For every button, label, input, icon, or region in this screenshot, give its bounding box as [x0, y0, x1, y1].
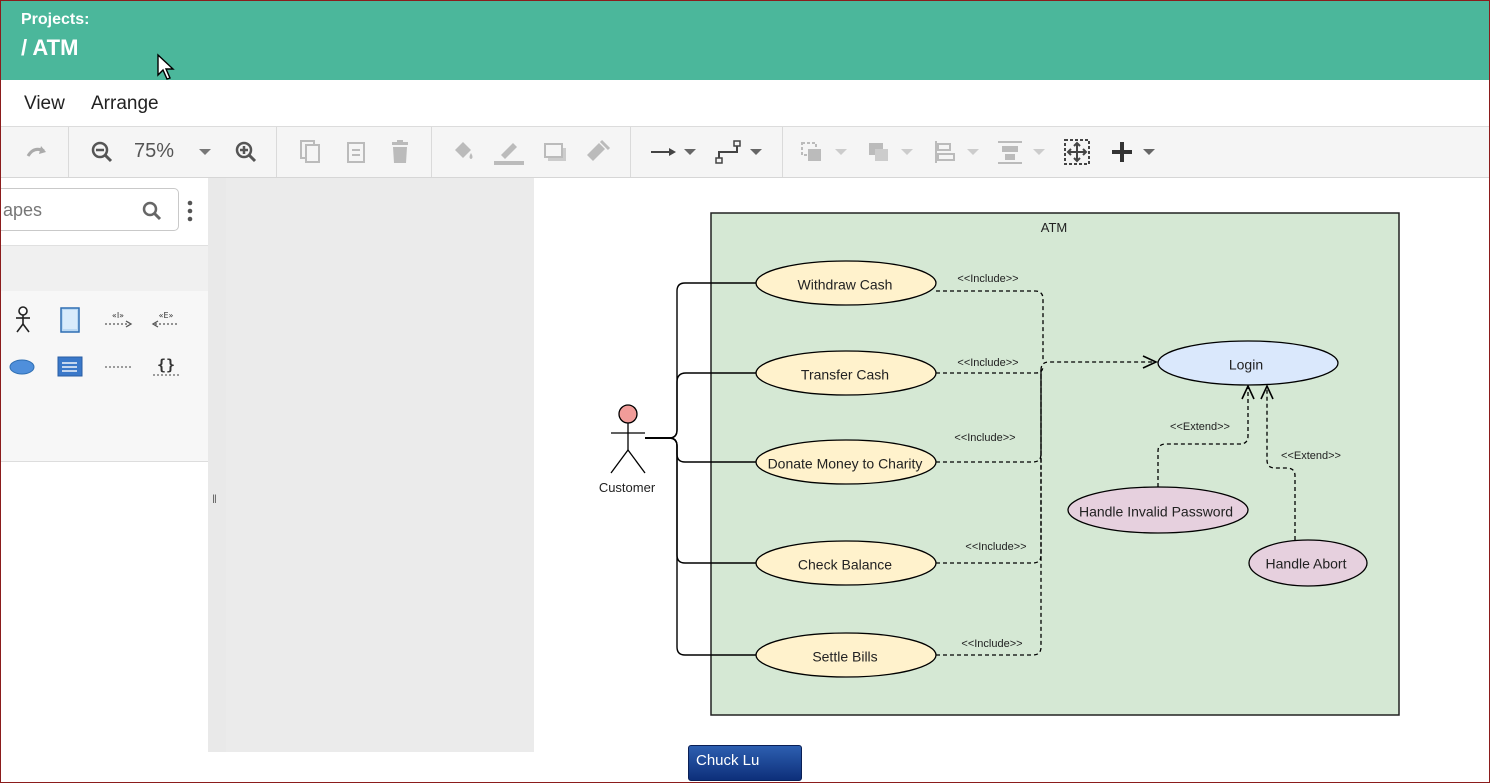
use-case-transfer-cash[interactable]: Transfer Cash — [755, 350, 937, 396]
project-title[interactable]: / ATM — [21, 35, 79, 60]
extend-label: <<Extend>> — [1281, 450, 1341, 462]
use-case-handle-invalid-password[interactable]: Handle Invalid Password — [1067, 486, 1249, 534]
extend-label: <<Extend>> — [1170, 421, 1230, 433]
canvas-background — [226, 178, 534, 752]
shape-section-header[interactable] — [0, 245, 208, 292]
include-label: <<Include>> — [957, 357, 1018, 369]
include-label: <<Include>> — [965, 541, 1026, 553]
search-icon[interactable] — [141, 200, 163, 222]
shape-palette: «I» «E» {} — [0, 291, 208, 462]
format-painter-icon[interactable] — [582, 127, 612, 177]
document-shape-icon[interactable] — [53, 352, 87, 382]
association-lines — [645, 282, 756, 656]
svg-text:«I»: «I» — [112, 311, 124, 320]
svg-text:Handle Abort: Handle Abort — [1266, 556, 1347, 572]
use-case-withdraw-cash[interactable]: Withdraw Cash — [755, 260, 937, 306]
to-back-icon[interactable] — [864, 127, 894, 177]
use-case-check-balance[interactable]: Check Balance — [755, 540, 937, 586]
shape-search-input[interactable] — [1, 199, 145, 222]
zoom-out-icon[interactable] — [88, 127, 116, 177]
svg-text:«E»: «E» — [159, 311, 174, 320]
actor-shape-icon[interactable] — [6, 305, 40, 335]
line-color-icon[interactable] — [493, 127, 525, 177]
project-header: Projects: / ATM — [0, 0, 1490, 80]
use-case-settle-bills[interactable]: Settle Bills — [755, 632, 937, 678]
distribute-dropdown-icon[interactable] — [1030, 127, 1048, 177]
menu-bar: View Arrange — [0, 80, 1490, 127]
shadow-icon[interactable] — [541, 127, 569, 177]
menu-arrange[interactable]: Arrange — [91, 93, 159, 114]
svg-text:Withdraw Cash: Withdraw Cash — [798, 277, 893, 293]
include-label: <<Include>> — [957, 273, 1018, 285]
svg-text:Login: Login — [1229, 357, 1263, 373]
svg-text:Transfer Cash: Transfer Cash — [801, 367, 889, 383]
more-options-icon[interactable] — [186, 200, 194, 222]
select-all-icon[interactable] — [1061, 127, 1093, 177]
actor-label: Customer — [599, 480, 656, 495]
waypoint-dropdown-icon[interactable] — [747, 127, 765, 177]
splitter-grip-icon[interactable]: ǁ — [212, 492, 217, 506]
to-front-icon[interactable] — [797, 127, 827, 177]
cloud-shape-icon[interactable] — [5, 352, 39, 382]
note-shape-icon[interactable] — [53, 305, 87, 335]
customer-actor[interactable] — [610, 404, 646, 474]
align-dropdown-icon[interactable] — [964, 127, 982, 177]
user-name-badge: Chuck Lu — [688, 745, 802, 781]
projects-label: Projects: — [21, 11, 90, 28]
to-back-dropdown-icon[interactable] — [898, 127, 916, 177]
copy-icon[interactable] — [297, 127, 323, 177]
insert-dropdown-icon[interactable] — [1140, 127, 1158, 177]
include-label: <<Include>> — [954, 432, 1015, 444]
redo-icon[interactable] — [22, 127, 52, 177]
svg-text:{}: {} — [157, 356, 175, 374]
extend-lines — [1157, 384, 1296, 540]
paste-icon[interactable] — [343, 127, 369, 177]
zoom-level[interactable]: 75% — [134, 140, 175, 162]
include-relation-icon[interactable]: «I» — [101, 305, 135, 335]
include-label: <<Include>> — [961, 638, 1022, 650]
dashed-line-icon[interactable] — [101, 352, 135, 382]
svg-text:Handle Invalid Password: Handle Invalid Password — [1079, 504, 1233, 520]
toolbar: 75% — [0, 127, 1490, 178]
system-label: ATM — [1041, 220, 1067, 235]
shapes-sidebar: «I» «E» {} — [0, 178, 209, 752]
braces-shape-icon[interactable]: {} — [149, 352, 183, 382]
use-case-handle-abort[interactable]: Handle Abort — [1248, 539, 1368, 587]
include-lines — [936, 290, 1158, 656]
svg-text:Settle Bills: Settle Bills — [812, 649, 877, 665]
connection-arrow-icon[interactable] — [648, 127, 678, 177]
insert-plus-icon[interactable] — [1108, 127, 1136, 177]
connection-dropdown-icon[interactable] — [681, 127, 699, 177]
svg-text:Donate Money to Charity: Donate Money to Charity — [768, 456, 923, 472]
fill-color-icon[interactable] — [449, 127, 477, 177]
mouse-cursor-icon — [157, 53, 175, 80]
shape-search-box — [0, 188, 179, 231]
use-case-login[interactable]: Login — [1157, 340, 1339, 386]
zoom-dropdown-icon[interactable] — [194, 127, 216, 177]
distribute-icon[interactable] — [994, 127, 1026, 177]
svg-text:Check Balance: Check Balance — [798, 557, 892, 573]
waypoint-icon[interactable] — [714, 127, 744, 177]
use-case-donate-money[interactable]: Donate Money to Charity — [755, 439, 937, 485]
align-icon[interactable] — [930, 127, 960, 177]
to-front-dropdown-icon[interactable] — [832, 127, 850, 177]
zoom-in-icon[interactable] — [232, 127, 260, 177]
delete-icon[interactable] — [386, 127, 414, 177]
extend-relation-icon[interactable]: «E» — [149, 305, 183, 335]
sidebar-splitter[interactable] — [208, 178, 226, 752]
menu-view[interactable]: View — [24, 93, 65, 114]
